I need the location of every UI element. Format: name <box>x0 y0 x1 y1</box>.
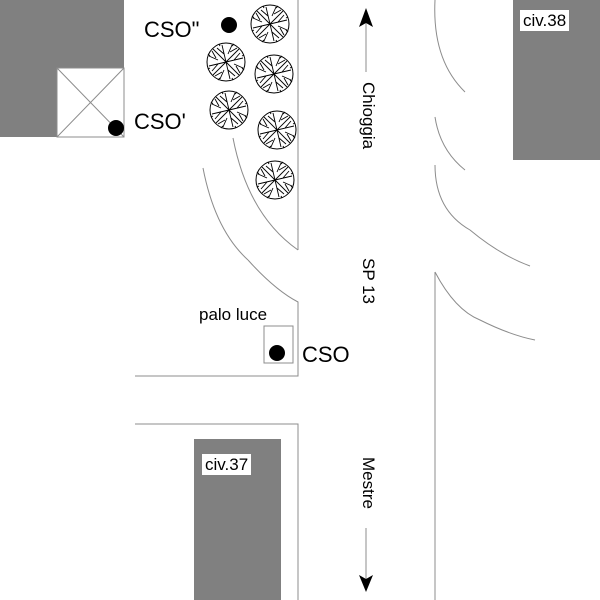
direction-south-label: Mestre <box>359 457 378 509</box>
building-top-left <box>0 0 124 137</box>
cso-label: CSO <box>302 342 350 367</box>
cso-marker-dot <box>269 345 285 361</box>
light-pole-label: palo luce <box>199 305 268 324</box>
cso-double-prime-marker-dot <box>221 17 237 33</box>
tree-icon <box>257 110 297 150</box>
road-edges <box>135 0 536 600</box>
civ-37-label: civ.37 <box>202 454 252 475</box>
cso-double-prime-label: CSO" <box>144 17 200 42</box>
tree-icon <box>209 90 249 130</box>
arrow-south-icon <box>359 528 373 592</box>
tree-icon <box>255 160 295 200</box>
road-name-label: SP 13 <box>359 258 378 305</box>
civ-38-label: civ.38 <box>520 10 570 31</box>
cso-prime-label: CSO' <box>134 109 186 134</box>
arrow-north-icon <box>359 8 373 72</box>
cso-prime-marker-dot <box>108 120 124 136</box>
tree-icon <box>254 54 294 94</box>
tree-icon <box>250 4 290 44</box>
light-pole-box <box>263 325 294 364</box>
tree-icon <box>206 42 246 82</box>
direction-north-label: Chioggia <box>359 82 378 150</box>
